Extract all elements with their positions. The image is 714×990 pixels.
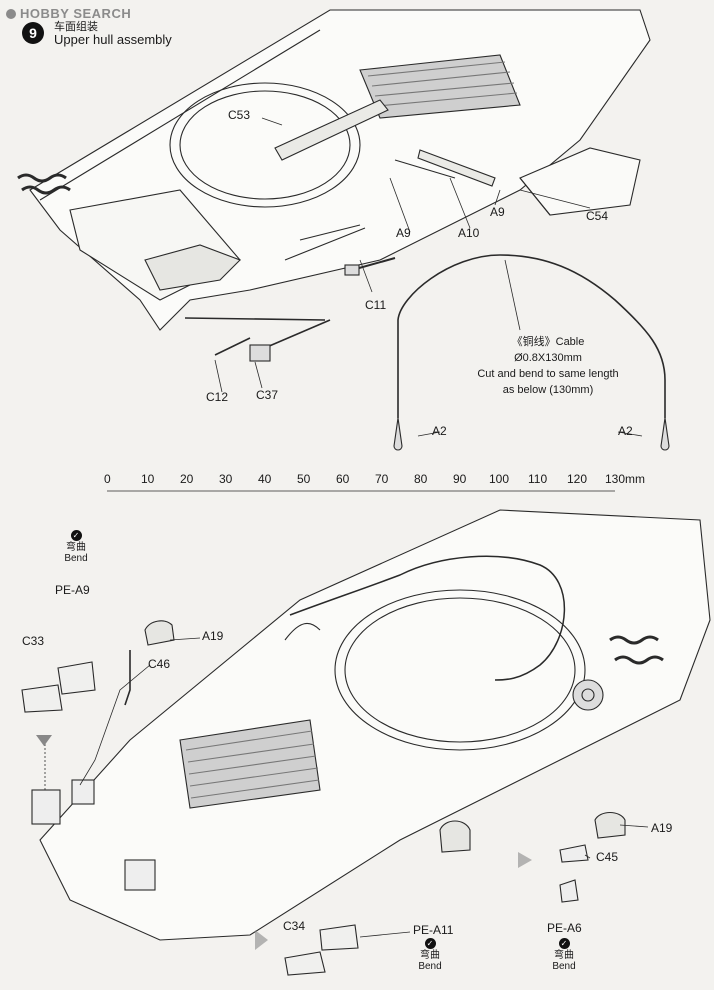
cable-note: 《铜线》Cable Ø0.8X130mm Cut and bend to sam… xyxy=(463,334,633,398)
scale-tick: 80 xyxy=(414,472,428,486)
scale-tick: 50 xyxy=(297,472,311,486)
part-label-a10: A10 xyxy=(458,226,480,240)
part-label-c12: C12 xyxy=(206,390,229,404)
scale-tick: 10 xyxy=(141,472,155,486)
scale-tick: 60 xyxy=(336,472,350,486)
part-label-c11: C11 xyxy=(365,298,387,312)
part-label-a19-bottom: A19 xyxy=(651,821,673,835)
part-label-a19-top: A19 xyxy=(202,629,224,643)
scale-tick: 120 xyxy=(567,472,588,486)
bend-note-bottom: ✓ 弯曲 Bend xyxy=(414,938,446,972)
part-label-c37: C37 xyxy=(256,388,279,402)
step-number-badge: 9 xyxy=(22,22,44,44)
part-label-a9: A9 xyxy=(396,226,411,240)
cable-note-line2: Ø0.8X130mm xyxy=(514,352,582,364)
part-label-a2-left: A2 xyxy=(432,424,447,438)
scale-tick: 100 xyxy=(489,472,510,486)
cable-note-line4: as below (130mm) xyxy=(502,384,594,396)
step-title-cn: 车面组装 xyxy=(54,21,98,33)
bend-icon: ✓ xyxy=(70,530,82,541)
bend-en: Bend xyxy=(418,961,442,972)
step-title-en: Upper hull assembly xyxy=(54,32,172,47)
part-label-a2-right: A2 xyxy=(618,424,633,438)
bend-en: Bend xyxy=(64,553,88,564)
part-label-c34: C34 xyxy=(283,919,306,933)
part-label-c45: C45 xyxy=(596,850,619,864)
bend-note-top: ✓ 弯曲 Bend xyxy=(60,530,92,564)
part-label-pe-a6: PE-A6 xyxy=(547,921,582,935)
part-label-a9-second: A9 xyxy=(490,205,505,219)
part-label-pe-a11: PE-A11 xyxy=(413,923,454,937)
part-label-c46: C46 xyxy=(148,657,171,671)
scale-tick: 30 xyxy=(219,472,233,486)
part-label-pe-a9: PE-A9 xyxy=(55,583,90,597)
scale-tick: 130mm xyxy=(605,472,646,486)
bend-note-right: ✓ 弯曲 Bend xyxy=(548,938,580,972)
scale-tick: 90 xyxy=(453,472,467,486)
part-label-c33: C33 xyxy=(22,634,45,648)
bend-icon: ✓ xyxy=(558,938,570,949)
bend-cn: 弯曲 xyxy=(420,950,440,961)
part-label-c53: C53 xyxy=(228,108,251,122)
part-label-c54: C54 xyxy=(586,209,609,223)
hobby-search-logo: HOBBY SEARCH xyxy=(6,6,131,21)
bend-cn: 弯曲 xyxy=(66,542,86,553)
cable-note-line3: Cut and bend to same length xyxy=(477,368,619,380)
cable-note-line1: 《铜线》Cable xyxy=(511,336,585,348)
logo-icon xyxy=(6,9,16,19)
bend-icon: ✓ xyxy=(424,938,436,949)
scale-tick: 70 xyxy=(375,472,389,486)
bend-cn: 弯曲 xyxy=(554,950,574,961)
scale-tick: 40 xyxy=(258,472,272,486)
scale-tick: 20 xyxy=(180,472,194,486)
scale-tick: 0 xyxy=(104,472,111,486)
scale-tick: 110 xyxy=(528,472,548,486)
bend-en: Bend xyxy=(552,961,576,972)
